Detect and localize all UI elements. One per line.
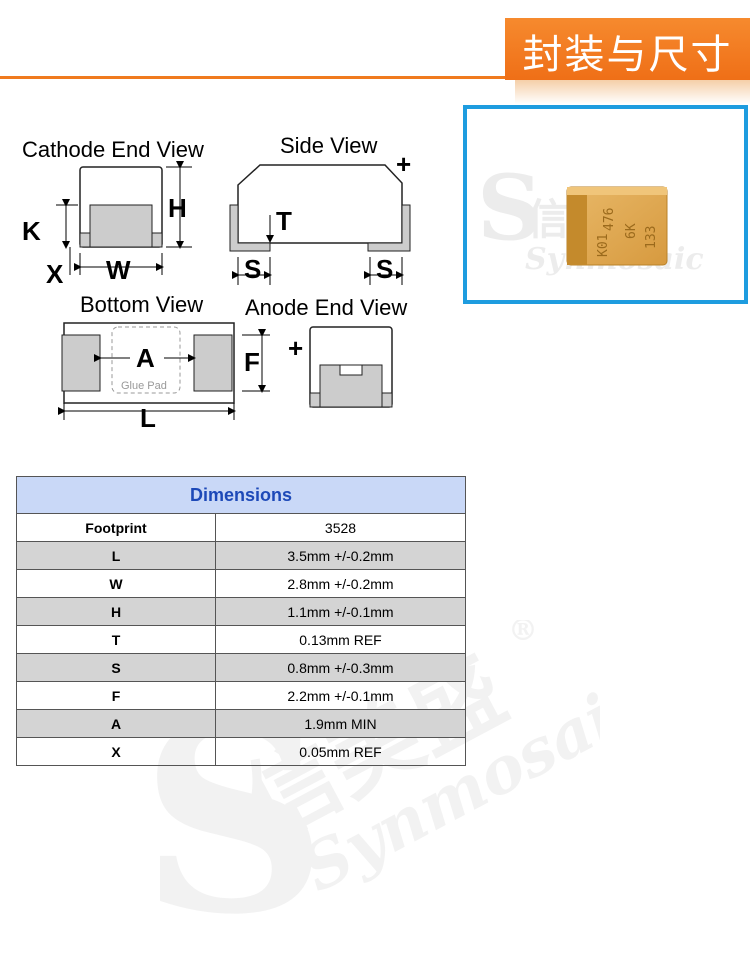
dim-label-a: A — [136, 343, 155, 373]
side-plus-sign: + — [396, 149, 411, 179]
dim-label-f: F — [244, 347, 260, 377]
glue-pad-label: Glue Pad — [121, 380, 167, 392]
chip-marking-3: 6K — [624, 223, 639, 239]
photo-watermark-s: S — [477, 155, 542, 261]
product-photo-frame: S 信美盛 Synmosaic K01 476 6K 133 — [463, 105, 748, 304]
header-tab-shadow — [515, 80, 750, 104]
dim-label-x: X — [46, 259, 64, 289]
cathode-end-view — [56, 161, 192, 275]
dim-label-t: T — [276, 206, 292, 236]
dimensions-caption: Dimensions — [16, 476, 466, 514]
bottom-view — [58, 322, 270, 420]
side-view — [229, 164, 411, 285]
page-title: 封装与尺寸 — [522, 32, 733, 78]
header-tab — [505, 18, 750, 80]
product-photo: S 信美盛 Synmosaic K01 476 6K 133 — [477, 155, 704, 277]
dim-label-l: L — [140, 403, 156, 433]
chip-marking-4: 133 — [644, 226, 659, 249]
dimension-drawing: Cathode End View Side View Bottom View A… — [22, 133, 411, 433]
anode-end-view — [309, 326, 393, 408]
bottom-view-title: Bottom View — [80, 292, 203, 317]
tantalum-chip — [566, 186, 668, 266]
anode-end-view-title: Anode End View — [245, 295, 407, 320]
chip-marking-1: K01 — [596, 234, 611, 257]
dim-label-k: K — [22, 216, 41, 246]
chip-marking-2: 476 — [602, 208, 617, 231]
header-divider — [0, 76, 750, 79]
dim-label-h: H — [168, 193, 187, 223]
dim-label-s-left: S — [244, 254, 261, 284]
cathode-end-view-title: Cathode End View — [22, 137, 204, 162]
dim-label-w: W — [106, 255, 131, 285]
watermark-registered: ® — [508, 620, 538, 648]
side-view-title: Side View — [280, 133, 378, 158]
anode-plus-sign: + — [288, 333, 303, 363]
dim-label-s-right: S — [376, 254, 393, 284]
